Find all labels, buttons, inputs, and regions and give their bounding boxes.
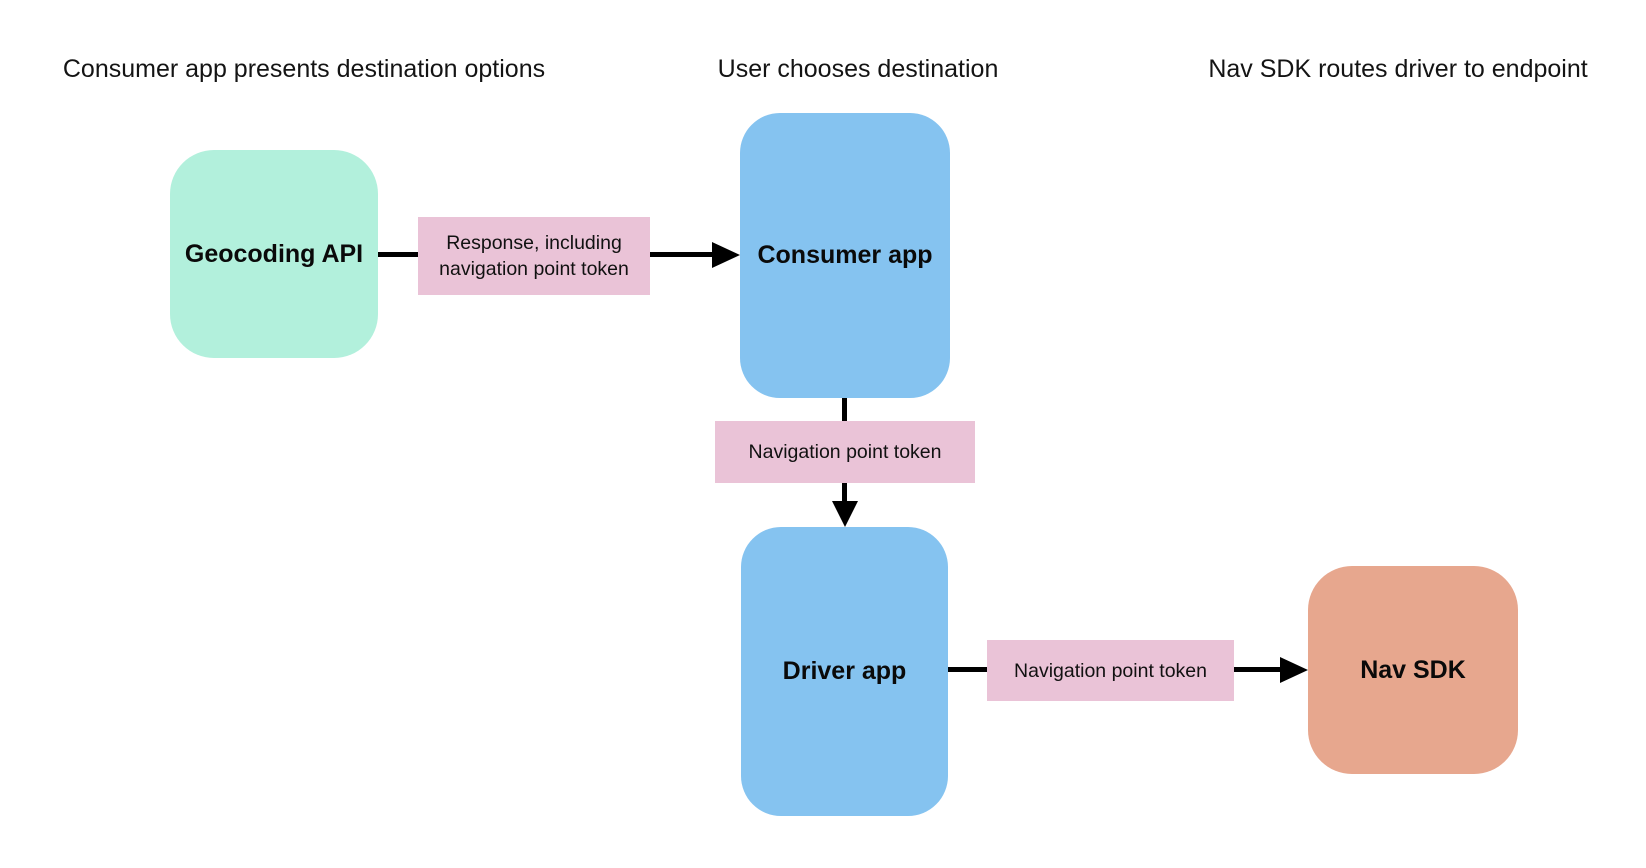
edge-label-navigation-point-token-2: Navigation point token xyxy=(987,640,1234,701)
arrowhead-right-icon xyxy=(712,242,740,268)
node-nav-sdk: Nav SDK xyxy=(1308,566,1518,774)
edge-label-navigation-point-token-1: Navigation point token xyxy=(715,421,975,483)
node-geocoding-api: Geocoding API xyxy=(170,150,378,358)
column-header-user-chooses: User chooses destination xyxy=(717,55,999,83)
node-driver-app: Driver app xyxy=(741,527,948,816)
arrowhead-down-icon xyxy=(832,501,858,527)
node-nav-sdk-label: Nav SDK xyxy=(1360,655,1466,684)
node-geocoding-api-label: Geocoding API xyxy=(184,239,364,268)
arrowhead-right-icon xyxy=(1280,657,1308,683)
node-consumer-app-label: Consumer app xyxy=(757,241,933,269)
edge-label-response-including-token: Response, including navigation point tok… xyxy=(418,217,650,295)
node-driver-app-label: Driver app xyxy=(782,657,907,685)
column-header-consumer-presents: Consumer app presents destination option… xyxy=(62,55,546,83)
column-header-navsdk-routes: Nav SDK routes driver to endpoint xyxy=(1208,55,1588,83)
node-consumer-app: Consumer app xyxy=(740,113,950,398)
